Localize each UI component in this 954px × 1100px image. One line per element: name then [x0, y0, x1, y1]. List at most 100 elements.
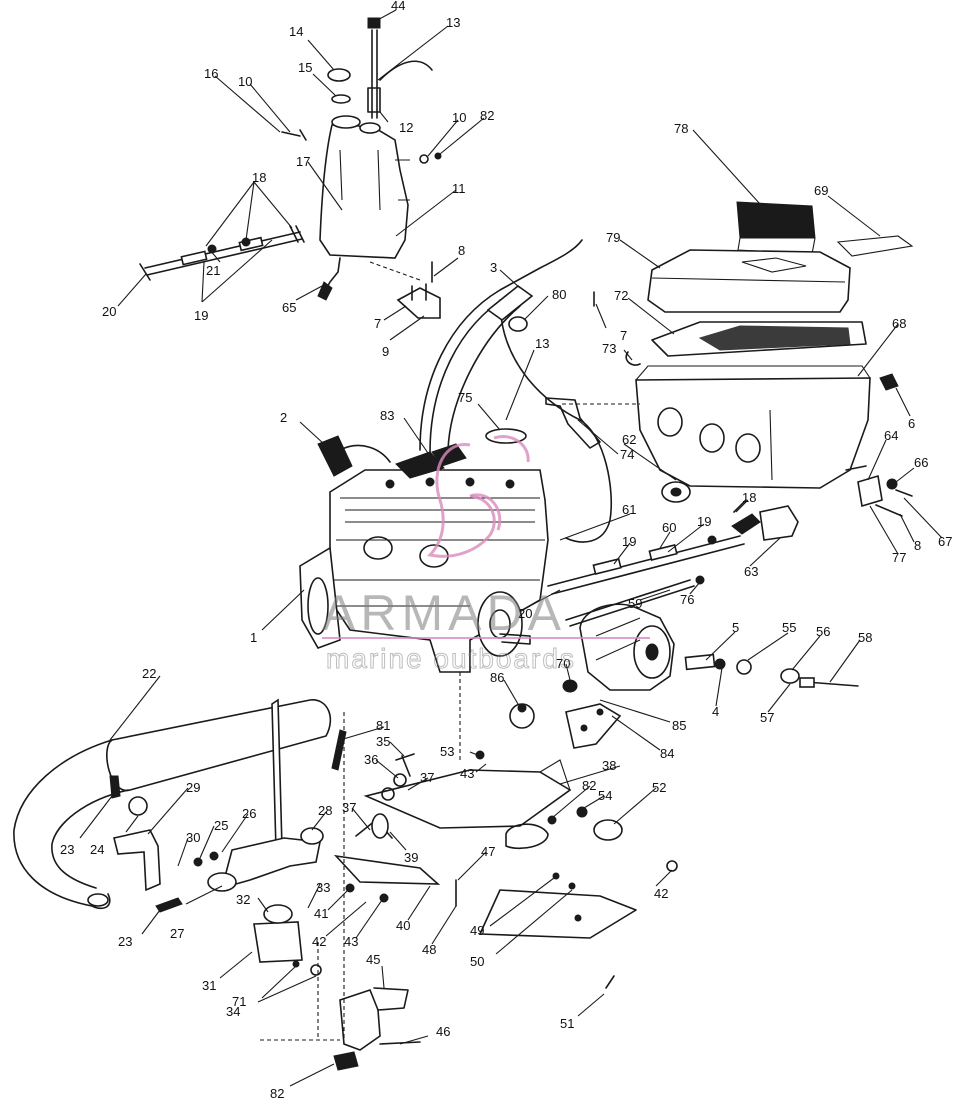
callout-38: 38 [602, 758, 616, 773]
callout-numbers: 44 13 14 15 12 16 10 10 82 17 11 18 21 2… [60, 0, 952, 1100]
lower-plate [479, 823, 637, 989]
callout-15: 15 [298, 60, 312, 75]
callout-68: 68 [892, 316, 906, 331]
watermark: ARMADA marine outboards [322, 435, 650, 675]
callout-45: 45 [366, 952, 380, 967]
callout-71: 71 [232, 994, 246, 1009]
callout-33: 33 [316, 880, 330, 895]
callout-64: 64 [884, 428, 898, 443]
callout-28: 28 [318, 803, 332, 818]
callout-81: 81 [376, 718, 390, 733]
oil-lines [139, 225, 305, 281]
callout-74: 74 [620, 447, 634, 462]
callout-46: 46 [436, 1024, 450, 1039]
airbox-base [635, 365, 871, 489]
callout-19b: 19 [622, 534, 636, 549]
fuel-pump [731, 499, 799, 541]
callout-41: 41 [314, 906, 328, 921]
fuel-lines [547, 535, 745, 627]
callout-13b: 13 [535, 336, 549, 351]
exhaust-outlet [253, 904, 322, 976]
plug-boot [509, 679, 578, 729]
callout-20: 20 [102, 304, 116, 319]
tank-bracket [396, 261, 441, 319]
callout-29: 29 [186, 780, 200, 795]
callout-10: 10 [238, 74, 252, 89]
callout-72: 72 [614, 288, 628, 303]
callout-40: 40 [396, 918, 410, 933]
callout-62: 62 [622, 432, 636, 447]
recoil-starter [579, 603, 675, 691]
callout-56: 56 [816, 624, 830, 639]
callout-5: 5 [732, 620, 739, 635]
callout-53: 53 [440, 744, 454, 759]
callout-43: 43 [460, 766, 474, 781]
callout-73: 73 [602, 341, 616, 356]
oil-tank [317, 115, 410, 301]
starter-bracket [565, 703, 622, 749]
callout-14: 14 [289, 24, 303, 39]
callout-27: 27 [170, 926, 184, 941]
callout-57: 57 [760, 710, 774, 725]
callout-22: 22 [142, 666, 156, 681]
dipstick-pickup [367, 17, 433, 119]
bottom-bracket [333, 987, 421, 1071]
callout-75: 75 [458, 390, 472, 405]
callout-82: 82 [480, 108, 494, 123]
callout-82c: 82 [270, 1086, 284, 1100]
callout-86: 86 [490, 670, 504, 685]
watermark-logo-mark [427, 435, 530, 558]
watermark-brand: ARMADA [322, 585, 566, 641]
callout-37: 37 [420, 770, 434, 785]
callout-8b: 8 [914, 538, 921, 553]
cables [419, 239, 613, 543]
callout-25: 25 [214, 818, 228, 833]
callout-18b: 18 [742, 490, 756, 505]
callout-19: 19 [194, 308, 208, 323]
callout-77: 77 [892, 550, 906, 565]
engine-mount-plate [363, 750, 572, 829]
callout-23: 23 [60, 842, 74, 857]
callout-44: 44 [391, 0, 405, 13]
callout-7b: 7 [620, 328, 627, 343]
tank-cap [327, 68, 351, 104]
tank-bolts [281, 129, 442, 164]
callout-20b: 20 [518, 606, 532, 621]
airbox-bracket [545, 397, 601, 449]
callout-13: 13 [446, 15, 460, 30]
assembly-lines [260, 261, 640, 1041]
pto-housing [477, 591, 531, 657]
mount-bracket [333, 813, 457, 907]
callout-65: 65 [282, 300, 296, 315]
callout-18: 18 [252, 170, 266, 185]
callout-49: 49 [470, 923, 484, 938]
callout-21: 21 [206, 263, 220, 278]
callout-84: 84 [660, 746, 674, 761]
callout-43b: 43 [344, 934, 358, 949]
callout-8: 8 [458, 243, 465, 258]
oil-injection-pump [317, 435, 391, 477]
callout-24: 24 [90, 842, 104, 857]
callout-78: 78 [674, 121, 688, 136]
callout-12: 12 [399, 120, 413, 135]
callout-3: 3 [490, 260, 497, 275]
air-filter-element [736, 201, 816, 255]
callout-4: 4 [712, 704, 719, 719]
callout-79: 79 [606, 230, 620, 245]
callout-11: 11 [452, 181, 466, 196]
callout-67: 67 [938, 534, 952, 549]
callout-1: 1 [250, 630, 257, 645]
callout-54: 54 [598, 788, 612, 803]
callout-83: 83 [380, 408, 394, 423]
callout-82b: 82 [582, 778, 596, 793]
callout-47: 47 [481, 844, 495, 859]
callout-76: 76 [680, 592, 694, 607]
callout-48: 48 [422, 942, 436, 957]
leader-lines [79, 9, 943, 1087]
callout-69: 69 [814, 183, 828, 198]
watermark-tagline: marine outboards [326, 643, 576, 674]
exhaust-manifold [193, 827, 324, 892]
callout-52: 52 [652, 780, 666, 795]
callout-34: 34 [226, 1004, 240, 1019]
